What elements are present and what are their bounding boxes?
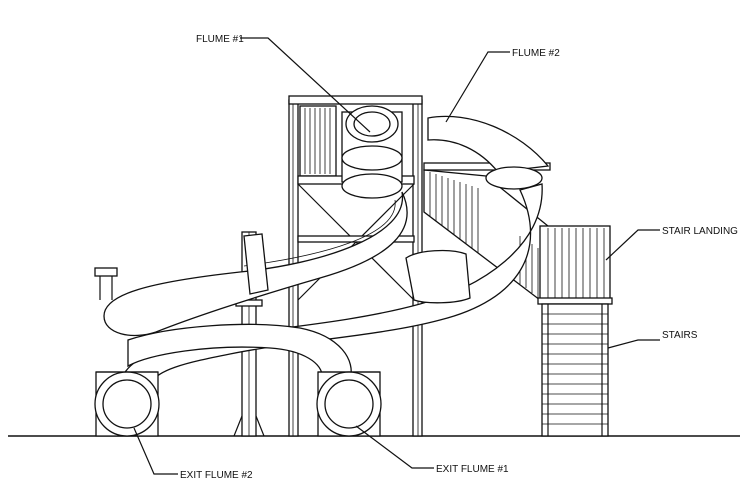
leader-stairs — [607, 339, 660, 349]
label-flume-1: FLUME #1 — [196, 34, 244, 45]
flume-2 — [119, 115, 550, 389]
exit-flume-1 — [316, 371, 382, 437]
leader-exit-flume-1 — [355, 425, 434, 469]
leader-flume-1 — [240, 37, 371, 133]
label-exit-flume-2: EXIT FLUME #2 — [180, 470, 253, 481]
label-stairs: STAIRS — [662, 330, 698, 341]
label-stair-landing: STAIR LANDING — [662, 226, 738, 237]
label-flume-2: FLUME #2 — [512, 48, 560, 59]
leader-stair-landing — [605, 229, 660, 261]
exit-flume-2 — [94, 371, 160, 437]
flume-1 — [103, 105, 408, 337]
leader-flume-2 — [445, 51, 510, 123]
label-exit-flume-1: EXIT FLUME #1 — [436, 464, 509, 475]
left-rail-platform — [94, 267, 118, 300]
leader-exit-flume-2 — [133, 427, 178, 475]
callout-leaders — [133, 37, 660, 475]
